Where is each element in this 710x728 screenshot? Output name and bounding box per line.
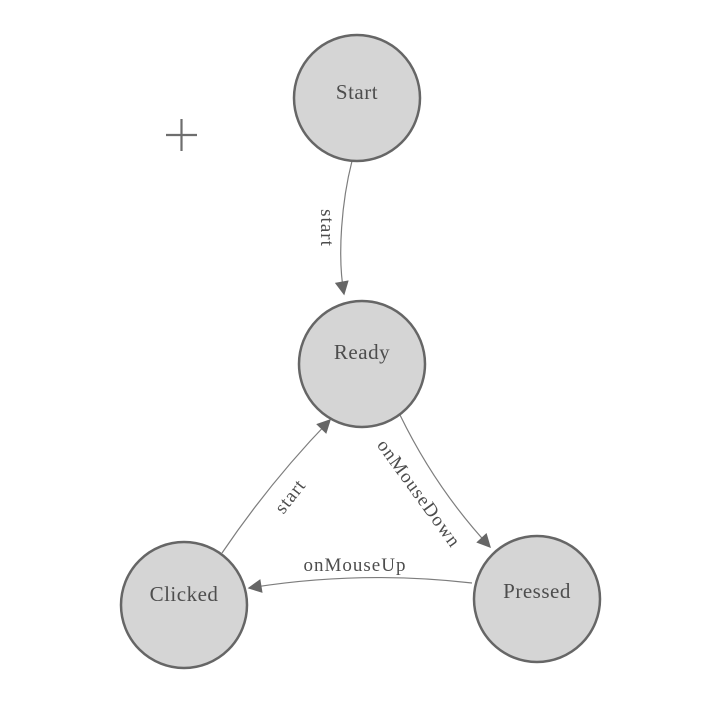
edge-clicked-to-ready[interactable]: start (221, 418, 331, 554)
node-ready[interactable]: Ready (297, 299, 427, 429)
edge-pressed-to-clicked-label: onMouseUp (304, 555, 407, 576)
node-pressed-label: Pressed (503, 579, 571, 603)
edge-start-to-ready-label: start (316, 209, 337, 247)
edge-pressed-to-clicked[interactable]: onMouseUp (247, 555, 473, 593)
node-start-label: Start (336, 80, 378, 104)
node-pressed[interactable]: Pressed (472, 534, 602, 664)
edge-clicked-to-ready-line[interactable] (221, 418, 331, 554)
node-ready-circle[interactable] (297, 299, 427, 429)
node-start[interactable]: Start (292, 33, 422, 163)
node-clicked-circle[interactable] (119, 540, 249, 670)
edge-ready-to-pressed-label: onMouseDown (372, 436, 464, 552)
edge-ready-to-pressed-line[interactable] (399, 414, 491, 549)
node-pressed-circle[interactable] (472, 534, 602, 664)
edge-pressed-to-clicked-line[interactable] (247, 576, 473, 593)
node-start-circle[interactable] (292, 33, 422, 163)
plus-icon (166, 119, 197, 151)
edge-start-to-ready-line[interactable] (334, 160, 353, 296)
edge-ready-to-pressed[interactable]: onMouseDown (372, 414, 491, 552)
node-clicked[interactable]: Clicked (119, 540, 249, 670)
edge-start-to-ready[interactable]: start (316, 160, 353, 296)
node-clicked-label: Clicked (150, 582, 219, 606)
edge-clicked-to-ready-label: start (271, 475, 311, 518)
node-ready-label: Ready (334, 340, 390, 364)
